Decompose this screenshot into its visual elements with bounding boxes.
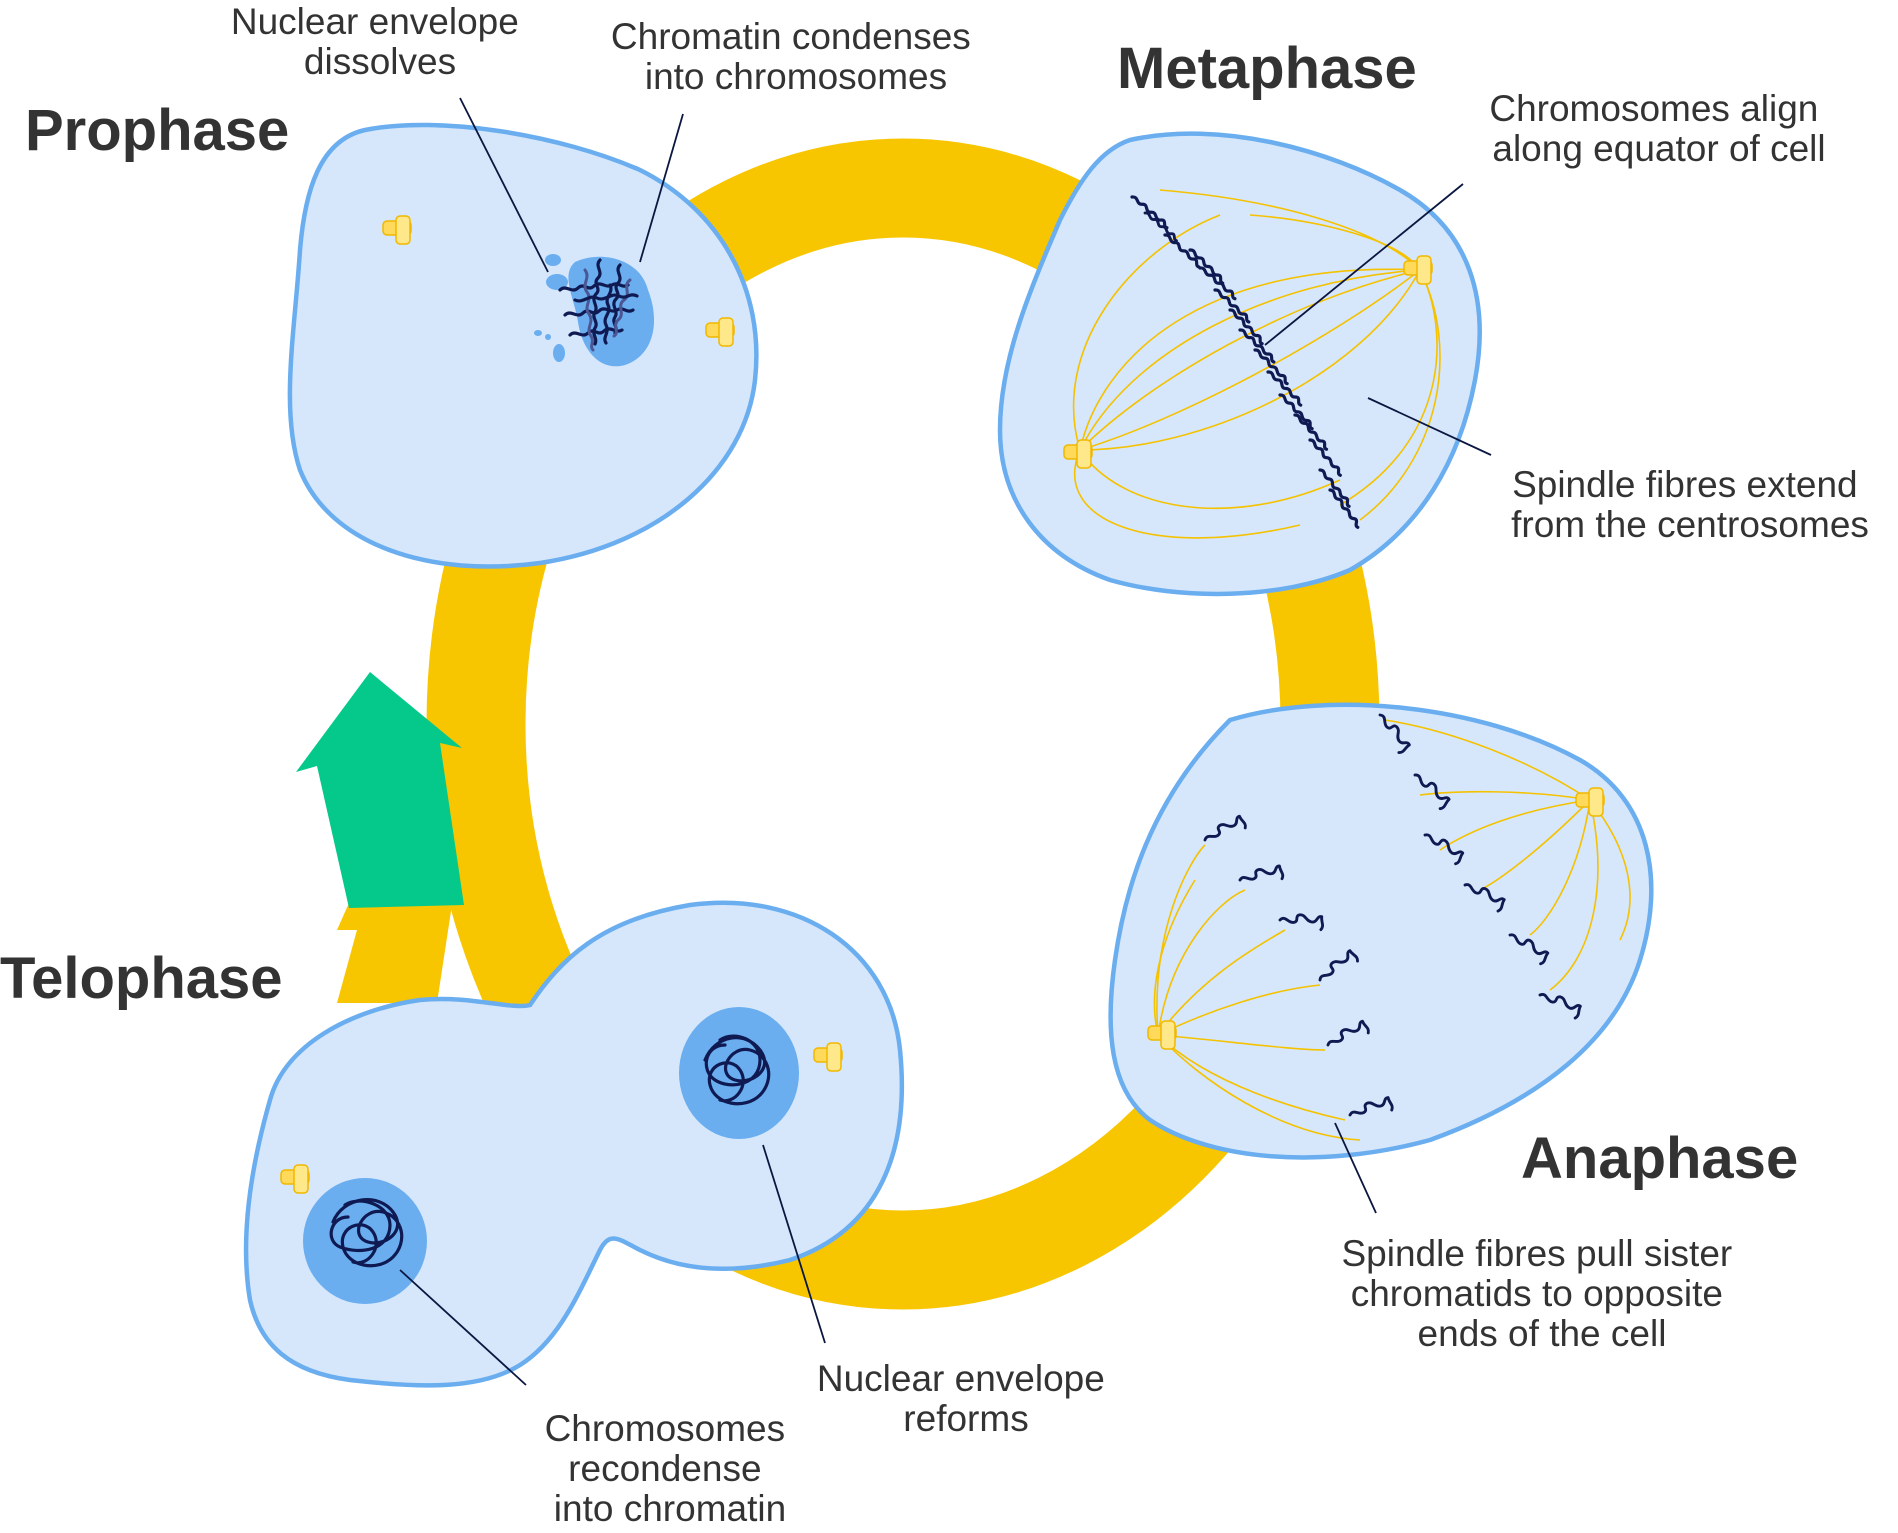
spindle-fibres [1072,189,1441,539]
condensing-chromosomes [558,258,639,352]
nucleus-left [303,1178,427,1304]
metaphase-title: Metaphase [1117,36,1417,101]
telophase-title: Telophase [0,946,283,1011]
metaphase-cell [997,131,1482,597]
leader-lines [399,97,1492,1386]
note-envelope-reforms: Nuclear envelope reforms [817,1358,1115,1439]
note-chromosomes-align: Chromosomes align along equator of cell [1489,88,1828,169]
note-chromosomes-recondense: Chromosomes recondense into chromatin [545,1408,796,1529]
telophase-cell [243,900,905,1388]
note-chromatin-condenses: Chromatin condenses into chromosomes [611,16,981,97]
prophase-cell [287,122,759,569]
nucleus-right [679,1007,799,1139]
cycle-arrow-icon [296,672,487,1003]
anaphase-title: Anaphase [1521,1126,1798,1191]
spindle-fibres [1153,719,1631,1141]
anaphase-cell [1108,702,1654,1160]
note-spindle-extend: Spindle fibres extend from the centrosom… [1511,464,1869,545]
prophase-title: Prophase [25,98,289,163]
note-spindle-pull: Spindle fibres pull sister chromatids to… [1341,1233,1742,1354]
note-envelope-dissolves: Nuclear envelope dissolves [231,1,529,82]
